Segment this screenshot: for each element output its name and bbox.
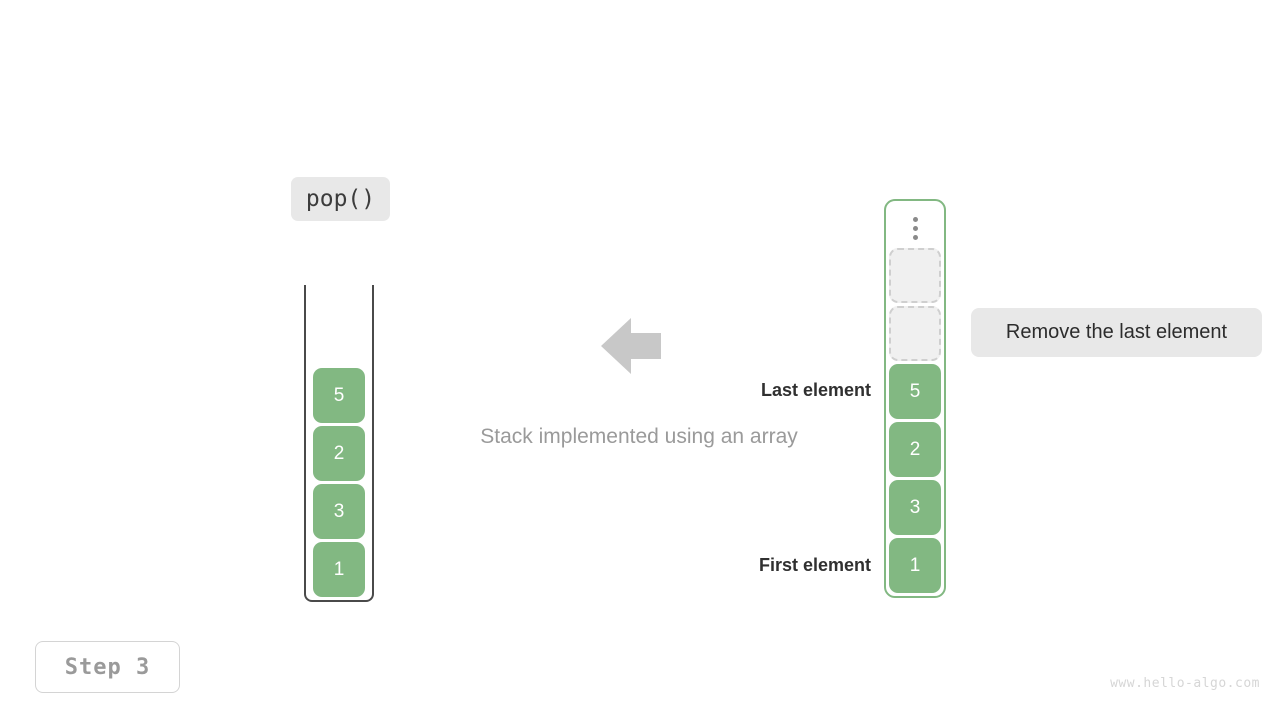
stack-item-list: 1 3 2 5 bbox=[304, 368, 374, 597]
array-empty-slot bbox=[889, 248, 941, 303]
stack-item: 3 bbox=[313, 484, 365, 539]
array-empty-slot bbox=[889, 306, 941, 361]
diagram-caption-text: Stack implemented using an array bbox=[480, 425, 798, 448]
array-item: 2 bbox=[889, 422, 941, 477]
array-item: 3 bbox=[889, 480, 941, 535]
callout-remove-last-element: Remove the last element bbox=[971, 308, 1262, 357]
step-badge: Step 3 bbox=[35, 641, 180, 693]
array-visualization: 1 3 2 5 bbox=[884, 199, 946, 598]
left-arrow-icon bbox=[601, 317, 661, 375]
watermark: www.hello-algo.com bbox=[1110, 676, 1260, 691]
diagram-caption: Stack implemented using an array bbox=[0, 425, 1280, 449]
stack-item: 2 bbox=[313, 426, 365, 481]
label-last-element: Last element bbox=[760, 380, 871, 400]
array-item-list: 1 3 2 5 bbox=[886, 248, 944, 593]
stack-visualization: 1 3 2 5 bbox=[304, 285, 374, 602]
stack-container-outline bbox=[304, 285, 374, 602]
operation-label: pop() bbox=[291, 177, 390, 221]
array-item: 1 bbox=[889, 538, 941, 593]
vertical-ellipsis-icon bbox=[886, 211, 944, 245]
stack-item: 1 bbox=[313, 542, 365, 597]
stack-item: 5 bbox=[313, 368, 365, 423]
label-first-element: First element bbox=[758, 555, 871, 575]
array-item: 5 bbox=[889, 364, 941, 419]
